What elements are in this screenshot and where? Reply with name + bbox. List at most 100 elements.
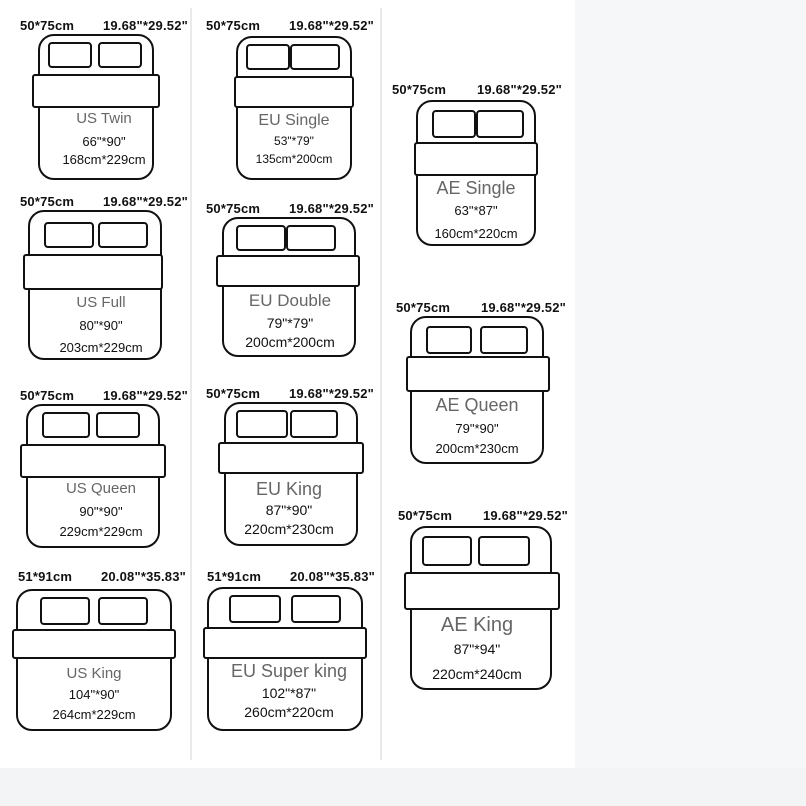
pillow-size-metric: 50*75cm [396,300,451,315]
bed-size-cm: 203cm*229cm [59,340,143,355]
blanket-band [23,254,163,290]
pillow-left [426,326,472,354]
bed-size-cm: 200cm*200cm [245,334,335,350]
blanket-band [414,142,538,176]
column-divider [380,8,382,760]
pillow-size: 50*75cm 19.68"*29.52" [396,300,566,316]
pillow-right [98,222,148,248]
bed-size-inches: 102"*87" [261,685,317,701]
pillow-left [236,225,286,251]
bed-size-inches: 90"*90" [79,504,123,519]
blanket-band [218,442,364,474]
pillow-size-inch: 19.68"*29.52" [102,194,188,209]
pillow-size: 50*75cm 19.68"*29.52" [392,82,562,98]
bed-size-inches: 63"*87" [454,203,498,218]
pillow-size-metric: 50*75cm [20,194,75,209]
pillow-size: 50*75cm 19.68"*29.52" [206,201,374,217]
blanket-band [203,627,367,659]
pillow-size: 50*75cm 19.68"*29.52" [206,18,374,34]
pillow-size-inch: 20.08"*35.83" [100,569,186,584]
pillow-size-metric: 50*75cm [398,508,453,523]
bed-card-ae-single: 50*75cm 19.68"*29.52" AE Single 63"*87" … [392,82,562,246]
pillow-left [432,110,476,138]
pillow-size-metric: 51*91cm [18,569,73,584]
pillow-left [42,412,90,438]
pillow-size: 50*75cm 19.68"*29.52" [20,18,188,34]
bed-size-inches: 87"*90" [265,502,313,518]
bed-card-eu-king: 50*75cm 19.68"*29.52" EU King 87"*90" 22… [206,386,374,546]
bed-name: EU Super king [230,661,348,681]
pillow-size-inch: 19.68"*29.52" [102,18,188,33]
bed-card-us-queen: 50*75cm 19.68"*29.52" US Queen 90"*90" 2… [20,388,188,550]
bed-size-inches: 53"*79" [274,134,314,148]
bed-card-us-full: 50*75cm 19.68"*29.52" US Full 80"*90" 20… [20,194,188,364]
bed-size-inches: 80"*90" [79,318,123,333]
pillow-size-inch: 19.68"*29.52" [288,18,374,33]
pillow-size-inch: 19.68"*29.52" [288,201,374,216]
bed-card-eu-super-king: 51*91cm 20.08"*35.83" EU Super king 102"… [203,569,375,733]
bed-size-inches: 104"*90" [68,687,120,702]
pillow-left [236,410,288,438]
bed-name: AE Queen [435,395,519,415]
bed-card-eu-double: 50*75cm 19.68"*29.52" EU Double 79"*79" … [206,201,374,357]
pillow-left [48,42,92,68]
pillow-right [290,44,340,70]
pillow-size-inch: 19.68"*29.52" [482,508,568,523]
pillow-size: 50*75cm 19.68"*29.52" [398,508,568,524]
pillow-right [480,326,528,354]
bed-name: US King [66,665,122,682]
pillow-size: 50*75cm 19.68"*29.52" [20,388,188,404]
pillow-size-metric: 50*75cm [206,201,261,216]
bed-size-inches: 79"*79" [266,315,314,331]
pillow-size-metric: 50*75cm [392,82,447,97]
bed-name: US Full [76,294,126,311]
pillow-size-metric: 50*75cm [206,18,261,33]
pillow-size-inch: 19.68"*29.52" [480,300,566,315]
bed-name: AE King [440,614,514,636]
bed-card-ae-queen: 50*75cm 19.68"*29.52" AE Queen 79"*90" 2… [396,300,566,466]
bed-name: US Queen [65,480,137,497]
bed-name: EU King [255,479,323,499]
background-panel [575,0,806,806]
pillow-left [246,44,290,70]
pillow-left [422,536,472,566]
pillow-right [96,412,140,438]
pillow-left [44,222,94,248]
background-strip [0,768,806,806]
bed-size-cm: 260cm*220cm [244,704,334,720]
pillow-right [98,597,148,625]
pillow-right [98,42,142,68]
bed-size-cm: 135cm*200cm [255,152,333,166]
pillow-right [291,595,341,623]
blanket-band [32,74,160,108]
bed-size-cm: 220cm*240cm [432,666,522,682]
pillow-size-metric: 51*91cm [207,569,262,584]
bed-card-ae-king: 50*75cm 19.68"*29.52" AE King 87"*94" 22… [398,508,568,690]
pillow-size: 50*75cm 19.68"*29.52" [20,194,188,210]
pillow-left [229,595,281,623]
pillow-size: 51*91cm 20.08"*35.83" [18,569,186,585]
blanket-band [234,76,354,108]
bed-size-cm: 200cm*230cm [435,441,519,456]
pillow-right [290,410,338,438]
pillow-size-inch: 20.08"*35.83" [289,569,375,584]
pillow-left [40,597,90,625]
blanket-band [20,444,166,478]
bed-size-cm: 264cm*229cm [52,707,136,722]
bed-size-cm: 229cm*229cm [59,524,143,539]
pillow-right [286,225,336,251]
bed-size-inches: 66"*90" [82,134,126,149]
bed-card-us-king: 51*91cm 20.08"*35.83" US King 104"*90" 2… [12,569,186,733]
pillow-right [476,110,524,138]
column-divider [190,8,192,760]
bed-name: EU Single [258,112,330,129]
bed-size-inches: 87"*94" [453,641,501,657]
pillow-size-inch: 19.68"*29.52" [288,386,374,401]
bed-name: EU Double [248,291,332,310]
pillow-size: 50*75cm 19.68"*29.52" [206,386,374,402]
pillow-size-metric: 50*75cm [206,386,261,401]
pillow-size: 51*91cm 20.08"*35.83" [207,569,375,585]
pillow-size-metric: 50*75cm [20,18,75,33]
blanket-band [12,629,176,659]
